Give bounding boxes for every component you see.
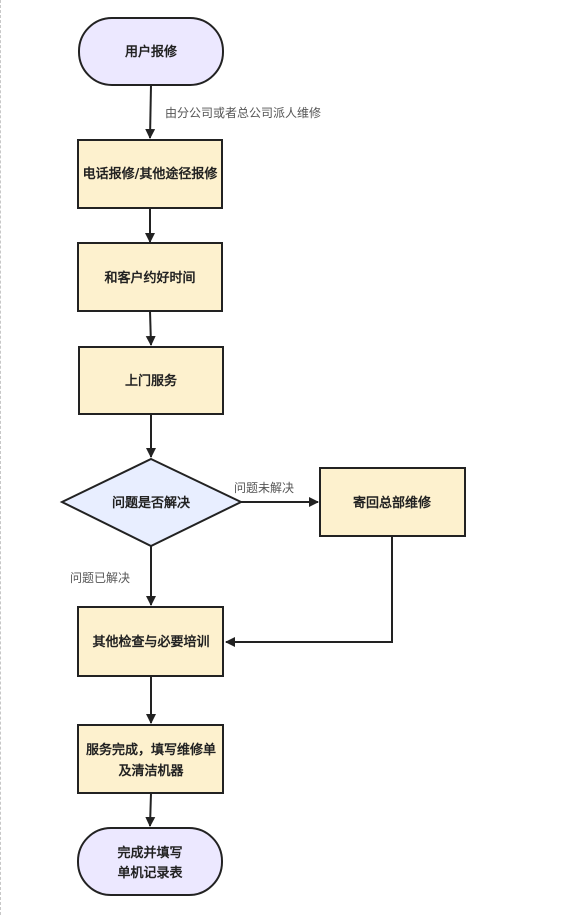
- node-start-label: 用户报修: [124, 44, 178, 60]
- edge-label-unsolved: 问题未解决: [234, 481, 294, 495]
- node-appointment-label: 和客户约好时间: [104, 270, 195, 286]
- node-inspection-label: 其他检查与必要培训: [92, 634, 209, 650]
- node-inspection: 其他检查与必要培训: [77, 606, 224, 677]
- node-end-label-line2: 单机记录表: [117, 865, 183, 881]
- node-phone-report: 电话报修/其他途径报修: [77, 139, 223, 209]
- edge-appointment-to-service: [145, 310, 156, 346]
- node-onsite-service-label: 上门服务: [125, 373, 178, 389]
- edge-sendback-to-inspection: [225, 536, 393, 647]
- node-end-label-line1: 完成并填写: [117, 845, 182, 861]
- edges: [145, 84, 393, 827]
- node-start: 用户报修: [78, 17, 224, 86]
- node-complete-label-line2: 及清洁机器: [118, 763, 184, 779]
- node-complete: 服务完成，填写维修单 及清洁机器: [77, 724, 224, 794]
- node-end: 完成并填写 单机记录表: [77, 827, 223, 896]
- node-send-back: 寄回总部维修: [319, 467, 466, 537]
- node-decision: 问题是否解决: [59, 457, 244, 548]
- node-decision-label: 问题是否解决: [112, 495, 191, 511]
- node-phone-report-label: 电话报修/其他途径报修: [83, 166, 219, 182]
- node-appointment: 和客户约好时间: [77, 242, 223, 312]
- node-send-back-label: 寄回总部维修: [353, 495, 432, 511]
- edge-label-dispatch: 由分公司或者总公司派人维修: [165, 105, 321, 120]
- node-complete-label-line1: 服务完成，填写维修单: [86, 742, 216, 758]
- page-left-rule: [0, 0, 1, 915]
- edge-start-to-phone: [145, 84, 156, 139]
- edge-complete-to-end: [145, 792, 156, 827]
- edge-label-solved: 问题已解决: [70, 571, 130, 585]
- node-onsite-service: 上门服务: [78, 346, 224, 415]
